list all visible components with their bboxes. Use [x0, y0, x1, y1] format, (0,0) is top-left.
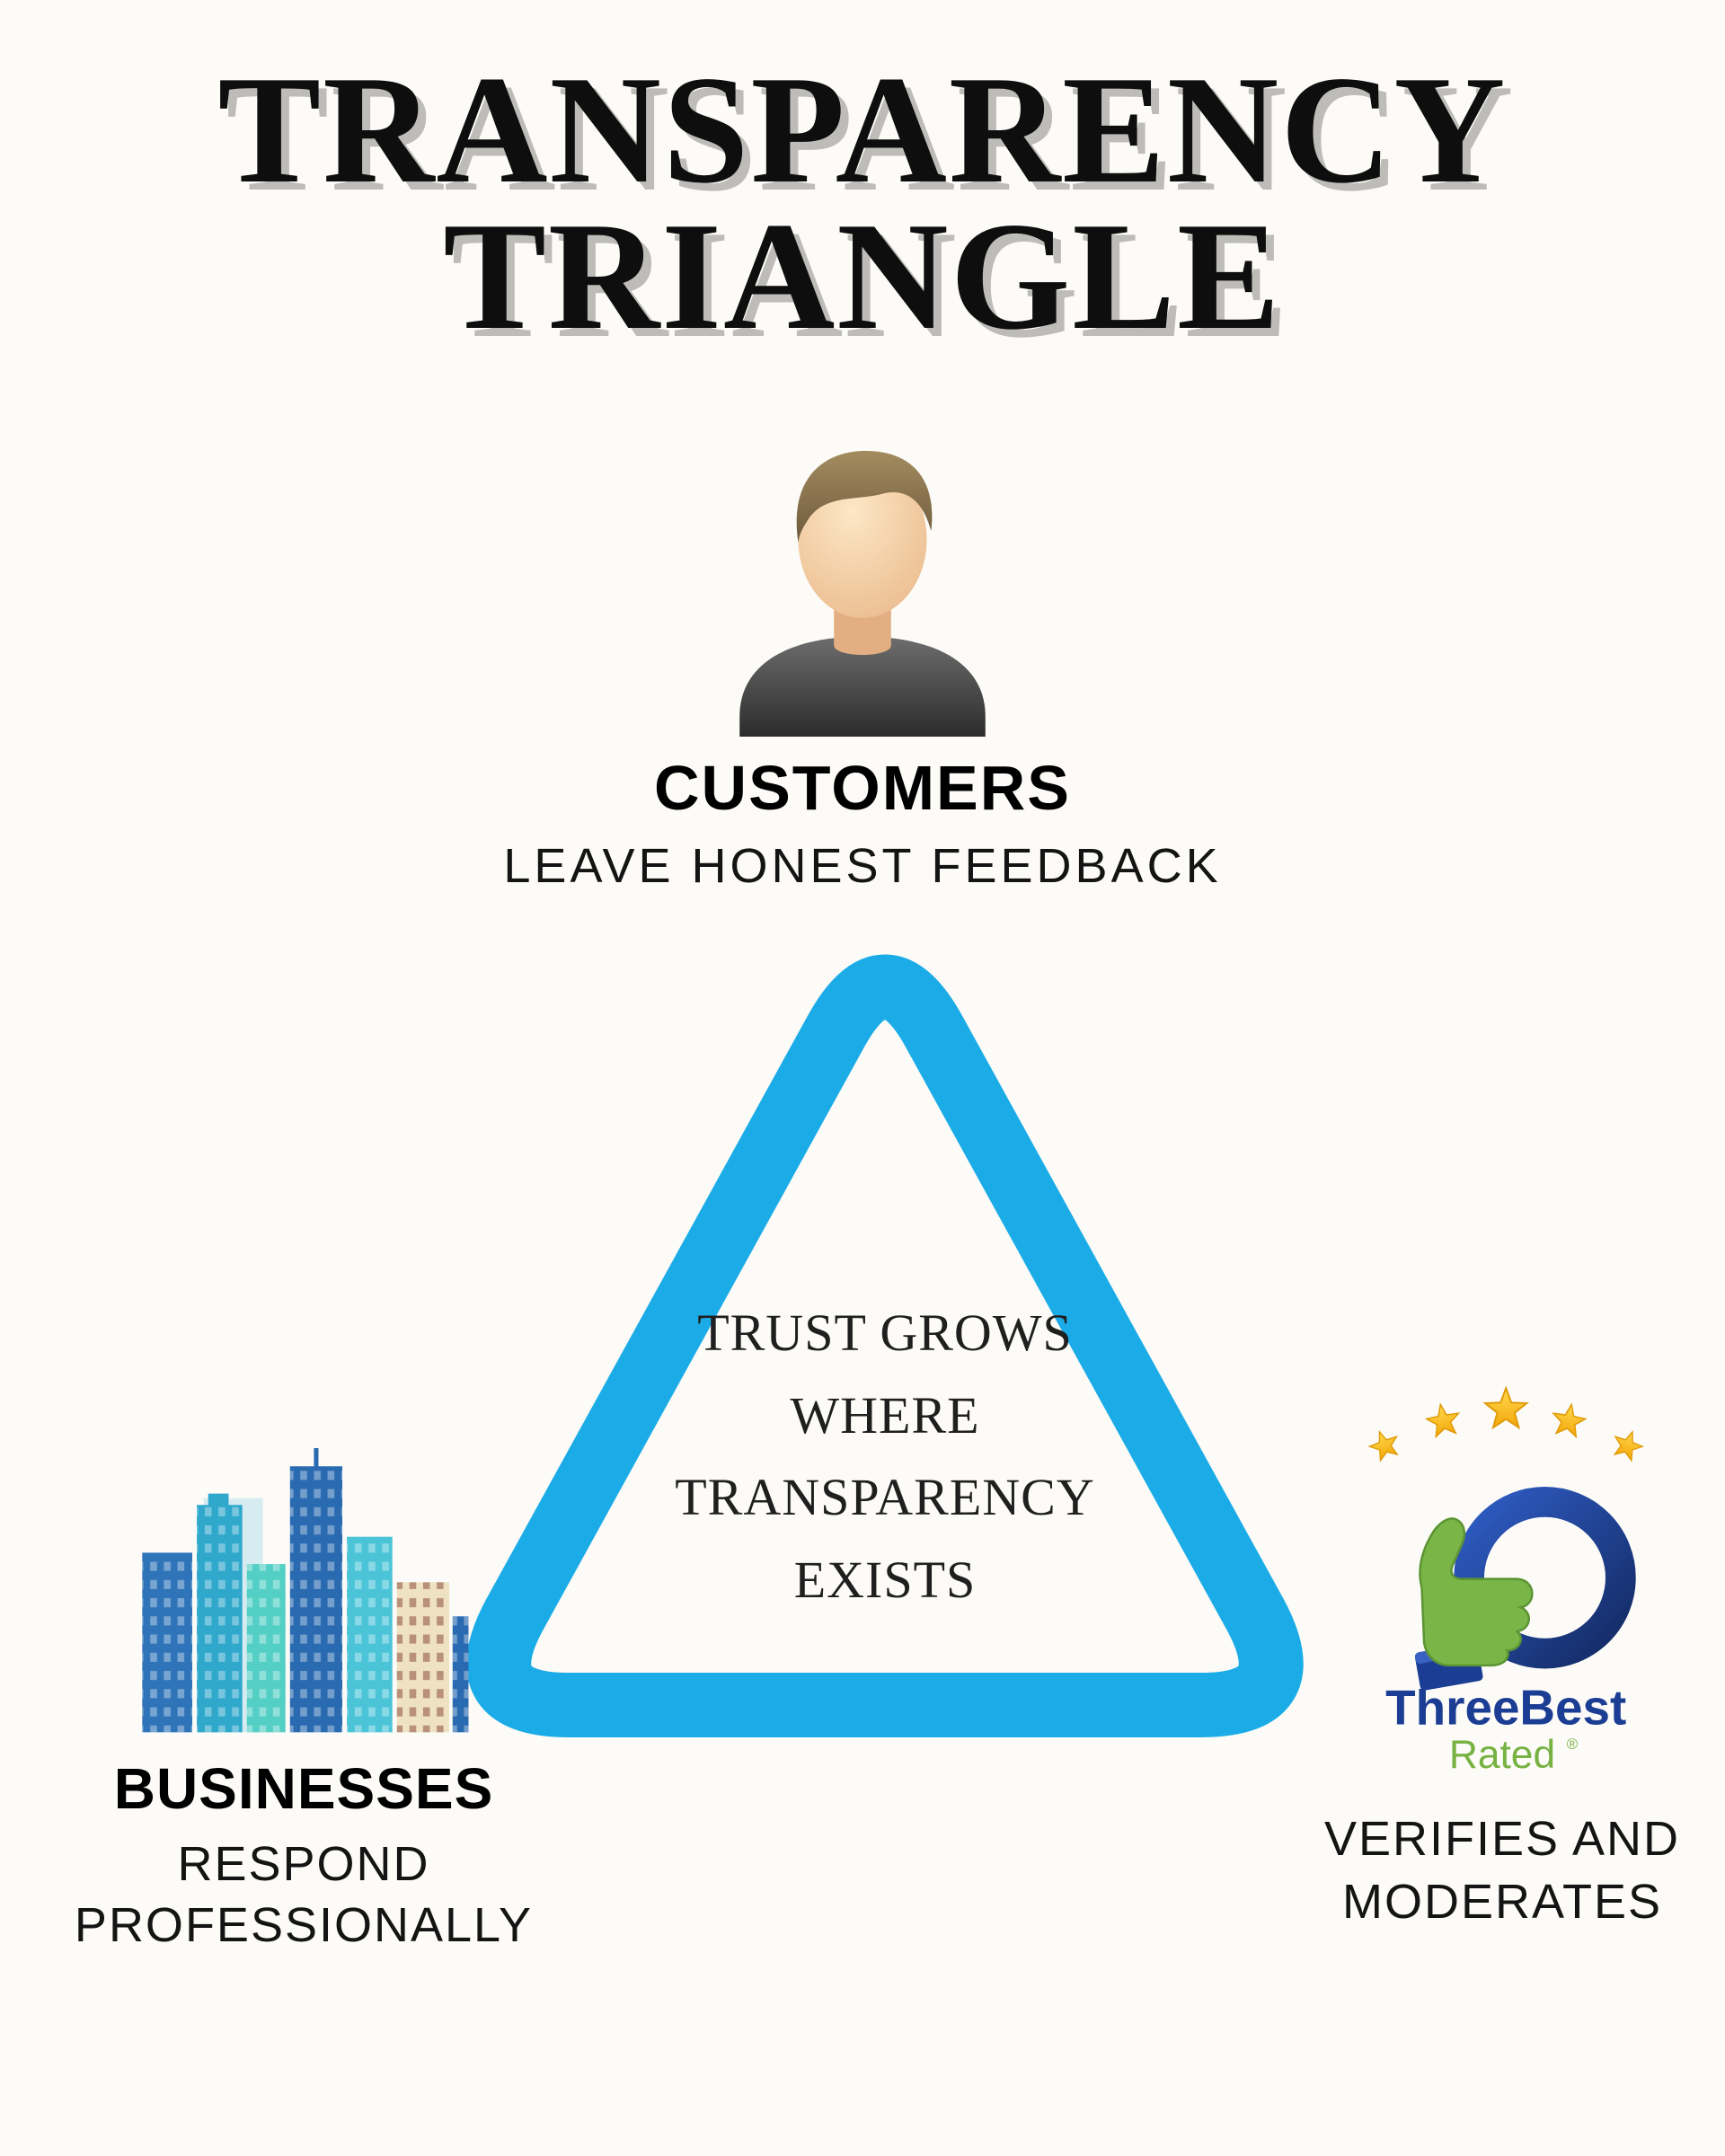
businesses-sublabel-line1: RESPOND	[177, 1837, 430, 1891]
five-stars-icon	[1365, 1387, 1647, 1463]
person-avatar-icon	[705, 437, 1020, 741]
businesses-node: BUSINESSES RESPOND PROFESSIONALLY	[16, 1448, 591, 1956]
avatar-hair	[796, 450, 933, 543]
three-best-rated-sublabel: VERIFIES AND MODERATES	[1260, 1807, 1725, 1933]
center-message-line4: EXISTS	[793, 1550, 977, 1609]
businesses-sublabel: RESPOND PROFESSIONALLY	[16, 1834, 591, 1956]
page-title: TRANSPARENCY TRIANGLE	[0, 45, 1725, 363]
businesses-sublabel-line2: PROFESSIONALLY	[74, 1897, 534, 1952]
brand-name-top: ThreeBest	[1385, 1680, 1626, 1736]
three-best-rated-sublabel-line2: MODERATES	[1341, 1875, 1663, 1930]
center-message-line3: TRANSPARENCY	[675, 1468, 1095, 1527]
customers-label: CUSTOMERS	[654, 753, 1071, 823]
center-message-line1: TRUST GROWS	[697, 1303, 1073, 1362]
center-message: TRUST GROWS WHERE TRANSPARENCY EXISTS	[575, 1292, 1195, 1621]
businesses-label: BUSINESSES	[113, 1756, 494, 1821]
page-title-line2: TRIANGLE	[443, 191, 1282, 363]
page-title-line1: TRANSPARENCY	[217, 45, 1508, 216]
ring-icon	[1454, 1486, 1636, 1669]
triangle-outline	[466, 954, 1304, 1737]
thumbs-up-icon	[1414, 1517, 1534, 1691]
center-message-line2: WHERE	[790, 1385, 980, 1445]
three-best-rated-sublabel-line1: VERIFIES AND	[1323, 1812, 1681, 1866]
customers-sublabel: LEAVE HONEST FEEDBACK	[503, 839, 1222, 893]
city-buildings-icon	[133, 1448, 474, 1748]
customers-node: CUSTOMERS LEAVE HONEST FEEDBACK	[0, 437, 1725, 894]
three-best-rated-logo: ThreeBest Rated ®	[1331, 1383, 1673, 1786]
avatar-torso	[739, 636, 986, 737]
registered-mark: ®	[1567, 1736, 1579, 1753]
brand-name-bottom: Rated	[1449, 1733, 1555, 1777]
three-best-rated-node: ThreeBest Rated ® VERIFIES AND MODERATES	[1260, 1383, 1725, 1933]
